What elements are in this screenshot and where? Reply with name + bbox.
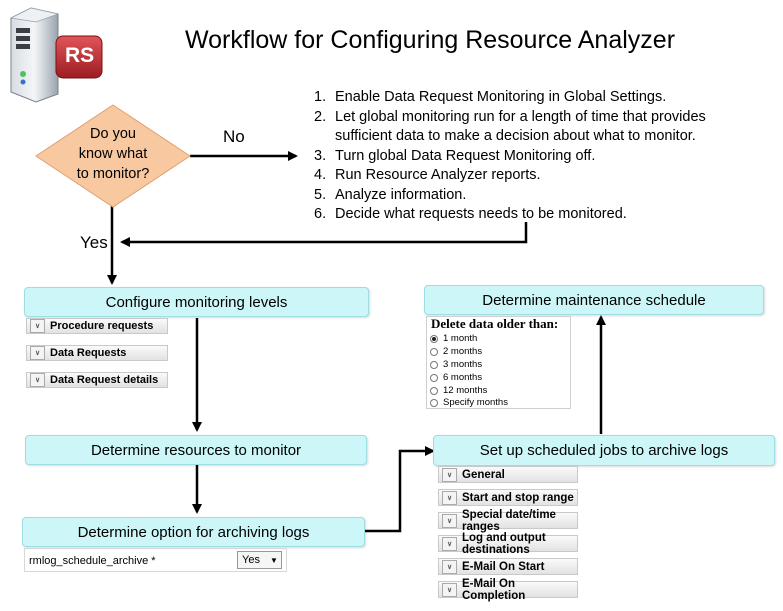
jobs-email-start[interactable]: ∨ E-Mail On Start [438,558,578,575]
resources-box: Determine resources to monitor [25,435,367,465]
chevron-down-icon: ∨ [30,346,45,360]
radio-option[interactable]: 2 months [430,346,482,357]
jobs-special-date-ranges[interactable]: ∨ Special date/time ranges [438,509,578,533]
steps-list: 1.Enable Data Request Monitoring in Glob… [314,88,740,225]
radio-icon [430,386,438,395]
panel-label: Special date/time ranges [462,508,556,533]
panel-label: Data Request details [50,374,159,386]
yes-label: Yes [80,233,108,252]
radio-option[interactable]: 3 months [430,359,482,370]
decision-line: know what [78,146,148,162]
scheduled-jobs-box: Set up scheduled jobs to archive logs [433,435,775,466]
panel-label: Log and output destinations [462,531,546,556]
list-item: 1.Enable Data Request Monitoring in Glob… [314,89,667,105]
logo-text: RS [65,44,95,67]
archive-select[interactable]: Yes ▼ [237,551,282,569]
archive-field-label: rmlog_schedule_archive * [29,555,156,567]
maintenance-box: Determine maintenance schedule [424,285,764,315]
chevron-down-icon: ∨ [442,490,457,505]
chevron-down-icon: ∨ [442,536,457,551]
jobs-email-completion[interactable]: ∨ E-Mail On Completion [438,578,578,602]
jobs-start-stop-range[interactable]: ∨ Start and stop range [438,489,578,506]
archiving-box: Determine option for archiving logs [22,517,365,547]
archive-select-value: Yes [242,554,260,566]
no-label: No [223,127,245,146]
chevron-down-icon: ∨ [30,319,45,333]
chevron-down-icon: ▼ [270,556,278,565]
archive-field: rmlog_schedule_archive * Yes ▼ [24,548,287,572]
radio-selected-icon [430,334,438,343]
panel-label: Start and stop range [462,491,574,504]
radio-option[interactable]: Specify months [430,397,508,408]
list-item: 5.Analyze information. [314,186,467,203]
decision-diamond [35,104,191,208]
chevron-down-icon: ∨ [442,467,457,482]
radio-icon [430,347,438,356]
decision-text: Do you know what to monitor? [60,124,166,184]
panel-data-request-details[interactable]: ∨ Data Request details [26,372,168,388]
radio-icon [430,373,438,382]
chevron-down-icon: ∨ [30,373,45,387]
list-item: 6.Decide what requests needs to be monit… [314,206,627,222]
panel-label: Procedure requests [50,320,154,332]
panel-label: Data Requests [50,347,127,359]
delete-data-heading: Delete data older than: [431,316,559,331]
radio-icon [430,398,438,407]
jobs-log-output[interactable]: ∨ Log and output destinations [438,532,578,556]
panel-label: E-Mail On Start [462,560,545,573]
delete-data-panel: Delete data older than: 1 month 2 months… [426,316,571,409]
configure-monitoring-box: Configure monitoring levels [24,287,369,317]
list-item: 2.Let global monitoring run for a length… [314,108,706,145]
chevron-down-icon: ∨ [442,582,457,597]
panel-procedure-requests[interactable]: ∨ Procedure requests [26,318,168,334]
list-item: 4.Run Resource Analyzer reports. [314,167,541,183]
server-icon [9,7,103,103]
list-item: 3.Turn global Data Request Monitoring of… [314,147,596,164]
jobs-general[interactable]: ∨ General [438,466,578,483]
radio-option[interactable]: 12 months [430,385,487,396]
radio-option[interactable]: 6 months [430,372,482,383]
page-title: Workflow for Configuring Resource Analyz… [185,26,676,54]
radio-option[interactable]: 1 month [430,333,477,344]
panel-data-requests[interactable]: ∨ Data Requests [26,345,168,361]
radio-icon [430,360,438,369]
chevron-down-icon: ∨ [442,513,457,528]
server-logo: RS [6,4,106,104]
panel-label: General [462,468,505,481]
panel-label: E-Mail On Completion [462,577,526,602]
decision-line: Do you [90,126,136,142]
chevron-down-icon: ∨ [442,559,457,574]
decision-line: to monitor? [76,166,150,182]
